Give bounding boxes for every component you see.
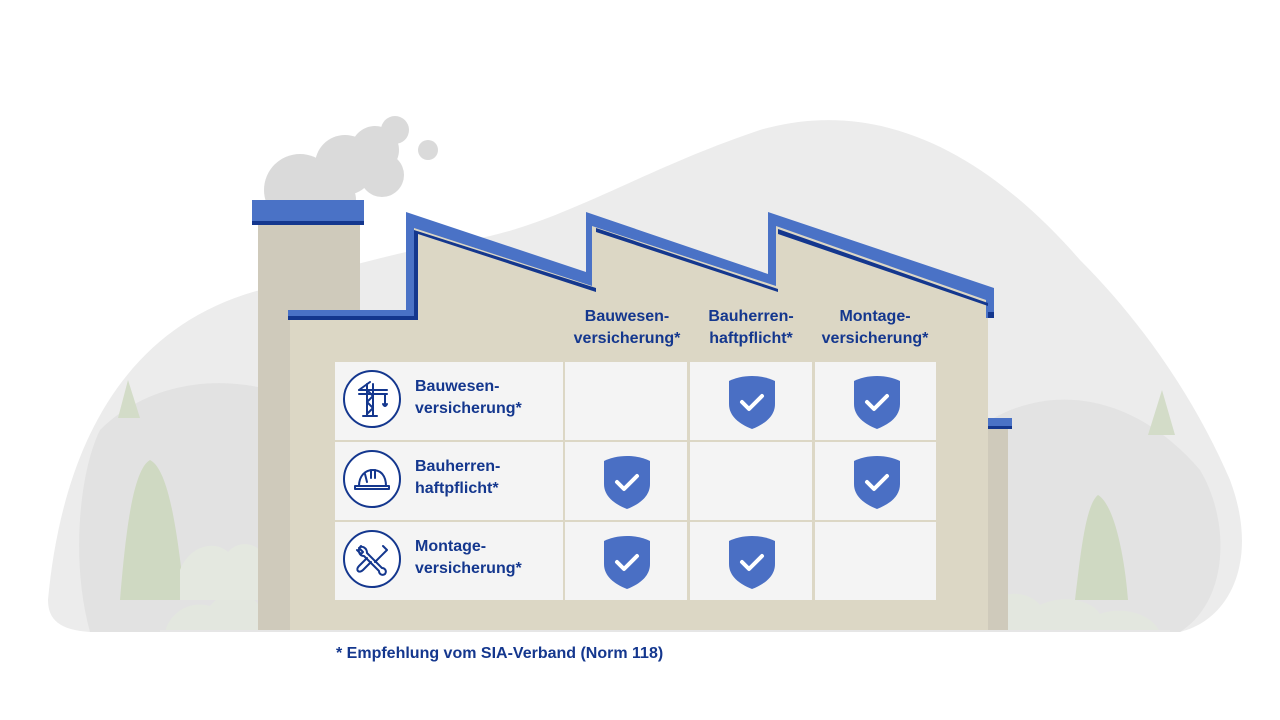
hard-hat-icon: [343, 450, 401, 508]
matrix-cell: [565, 442, 687, 520]
row-label-cell: Bauwesen- versicherung*: [335, 362, 563, 440]
tree-left-small: [118, 380, 140, 418]
row-label-line1: Montage-: [415, 538, 487, 555]
row-label-cell: Montage- versicherung*: [335, 522, 563, 600]
row-label-line2: haftpflicht*: [415, 480, 499, 497]
matrix-cell: [815, 522, 936, 600]
column-header-line1: Bauwesen-: [584, 308, 670, 325]
wrench-screwdriver-icon: [343, 530, 401, 588]
row-label-line2: versicherung*: [415, 400, 522, 417]
column-header-montage: Montage- versicherung*: [813, 306, 937, 350]
row-label-line2: versicherung*: [415, 560, 522, 577]
column-header-line2: haftpflicht*: [709, 330, 793, 347]
row-label: Bauwesen- versicherung*: [415, 376, 522, 420]
matrix-cell: [690, 362, 812, 440]
column-header-line1: Bauherren-: [708, 308, 794, 325]
row-label-cell: Bauherren- haftpflicht*: [335, 442, 563, 520]
bushes-mid-left: [180, 544, 265, 600]
matrix-row-montage: Montage- versicherung*: [335, 522, 936, 600]
matrix-row-bauwesen: Bauwesen- versicherung*: [335, 362, 936, 440]
factory-roof: [288, 212, 994, 318]
matrix-cell: [565, 522, 687, 600]
matrix-cell: [690, 522, 812, 600]
crane-icon: [343, 370, 401, 428]
column-header-bauherren: Bauherren- haftpflicht*: [689, 306, 813, 350]
matrix-cell: [690, 442, 812, 520]
shield-check-icon: [854, 376, 900, 429]
matrix-cell: [565, 362, 687, 440]
shield-check-icon: [604, 456, 650, 509]
matrix-cell: [815, 442, 936, 520]
row-label: Montage- versicherung*: [415, 536, 522, 580]
shield-check-icon: [729, 536, 775, 589]
row-label-line1: Bauwesen-: [415, 378, 500, 395]
ground: [160, 630, 1170, 632]
matrix-cell: [815, 362, 936, 440]
shield-check-icon: [854, 456, 900, 509]
tree-left-big: [120, 460, 185, 600]
row-label-line1: Bauherren-: [415, 458, 501, 475]
column-header-line2: versicherung*: [573, 330, 681, 347]
column-header-line2: versicherung*: [821, 330, 929, 347]
column-header-bauwesen: Bauwesen- versicherung*: [565, 306, 689, 350]
tree-right-big: [1075, 495, 1128, 600]
footnote: * Empfehlung vom SIA-Verband (Norm 118): [336, 645, 664, 662]
shield-check-icon: [604, 536, 650, 589]
matrix-row-bauherren: Bauherren- haftpflicht*: [335, 442, 936, 520]
insurance-matrix: Bauwesen- versicherung*: [335, 362, 936, 600]
column-header-line1: Montage-: [839, 308, 911, 325]
chimney-cap: [252, 200, 364, 224]
shield-check-icon: [729, 376, 775, 429]
row-label: Bauherren- haftpflicht*: [415, 456, 500, 500]
tree-right-small: [1148, 390, 1175, 435]
